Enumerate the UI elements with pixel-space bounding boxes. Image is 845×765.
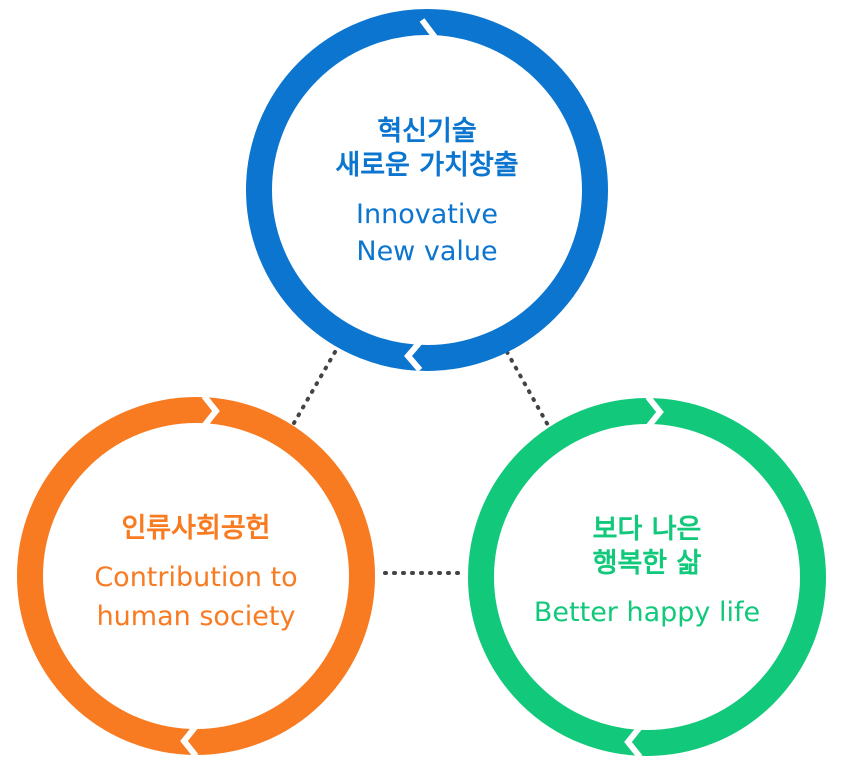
node-happy: 보다 나은 행복한 삶 Better happy life: [492, 513, 802, 632]
chevron-left-icon: [180, 724, 199, 758]
node-innovative: 혁신기술 새로운 가치창출 Innovative New value: [277, 115, 577, 271]
innovative-en-line1: Innovative: [356, 198, 498, 230]
chevron-right-icon: [201, 394, 220, 428]
contribution-en: Contribution to human society: [46, 558, 346, 636]
chevron-right-icon: [645, 395, 664, 429]
contribution-en-line1: Contribution to: [94, 561, 298, 593]
happy-en-line1: Better happy life: [533, 596, 761, 628]
innovative-ko-line2: 새로운 가치창출: [335, 149, 519, 181]
ring-innovative: [246, 9, 608, 372]
innovative-en-line2: New value: [356, 235, 498, 267]
contribution-ko-line1: 인류사회공헌: [121, 513, 271, 544]
happy-en: Better happy life: [492, 593, 802, 632]
innovative-en: Innovative New value: [277, 195, 577, 271]
ring-contribution: [17, 394, 375, 758]
chevron-left-icon: [624, 725, 643, 759]
happy-ko-line2: 행복한 삶: [592, 547, 702, 579]
chevron-left-icon: [404, 340, 423, 372]
connector-blue-orange: [292, 350, 337, 425]
node-contribution: 인류사회공헌 Contribution to human society: [46, 512, 346, 636]
innovative-ko-line1: 혁신기술: [377, 116, 477, 147]
ring-happy: [468, 395, 826, 759]
happy-ko-line1: 보다 나은: [592, 514, 702, 545]
contribution-en-line2: human society: [96, 600, 296, 632]
connector-blue-green: [505, 350, 551, 429]
chevron-right-icon: [419, 18, 438, 54]
